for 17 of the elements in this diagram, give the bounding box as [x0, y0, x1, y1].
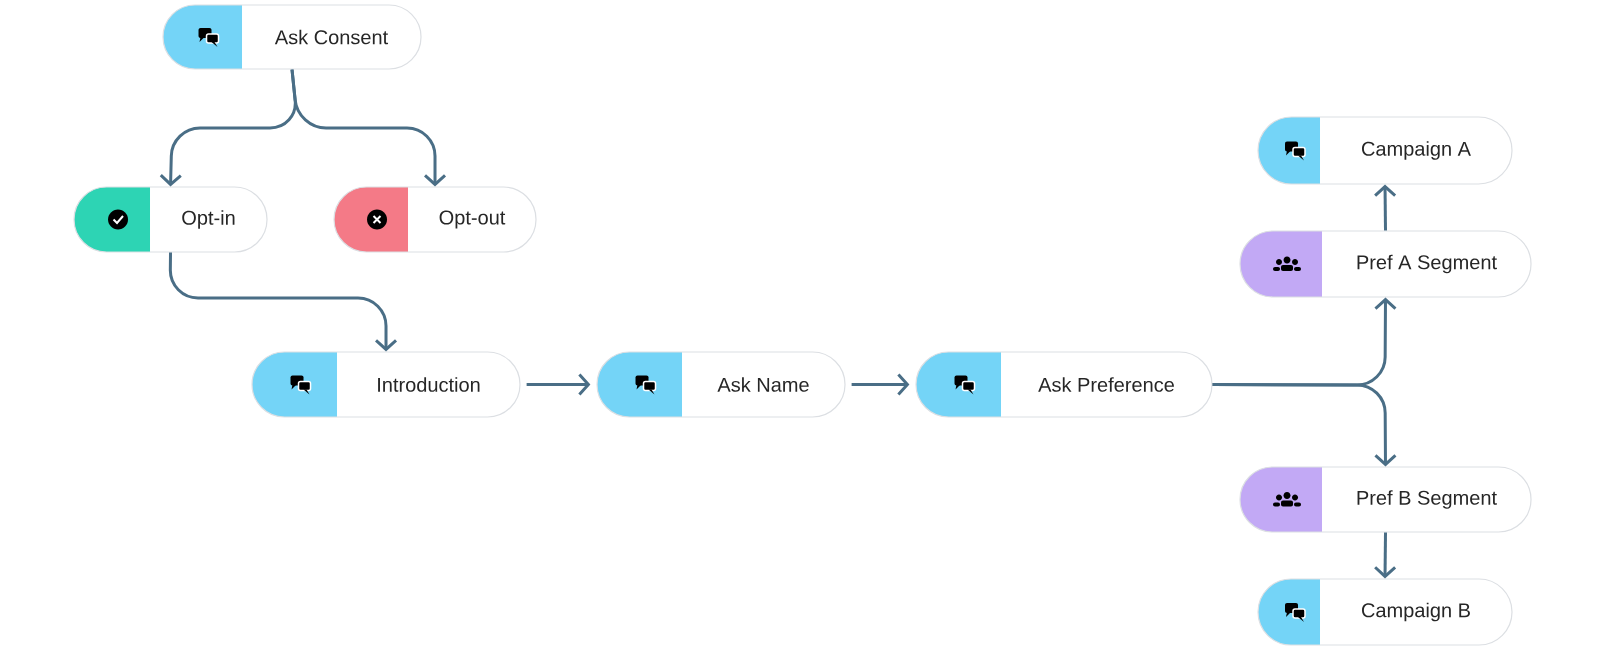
pill-node: Campaign B: [1257, 578, 1513, 646]
arrow: [851, 373, 910, 396]
arrow: [168, 252, 398, 352]
arrow: [290, 69, 446, 187]
pill-node: Campaign A: [1257, 116, 1513, 185]
pill-node: Opt-out: [333, 186, 537, 253]
arrow: [1212, 383, 1397, 467]
arrow: [1374, 532, 1397, 579]
pill-node: Introduction: [251, 351, 521, 418]
arrow: [526, 373, 591, 396]
pill-node: Ask Consent: [162, 4, 422, 70]
arrow: [1374, 184, 1397, 231]
pill-node: Ask Preference: [915, 351, 1213, 418]
pill-node: Pref A Segment: [1239, 230, 1532, 298]
pill-node: Pref B Segment: [1239, 466, 1532, 533]
pill-node: Opt-in: [73, 186, 268, 253]
pill-node: Ask Name: [596, 351, 846, 418]
